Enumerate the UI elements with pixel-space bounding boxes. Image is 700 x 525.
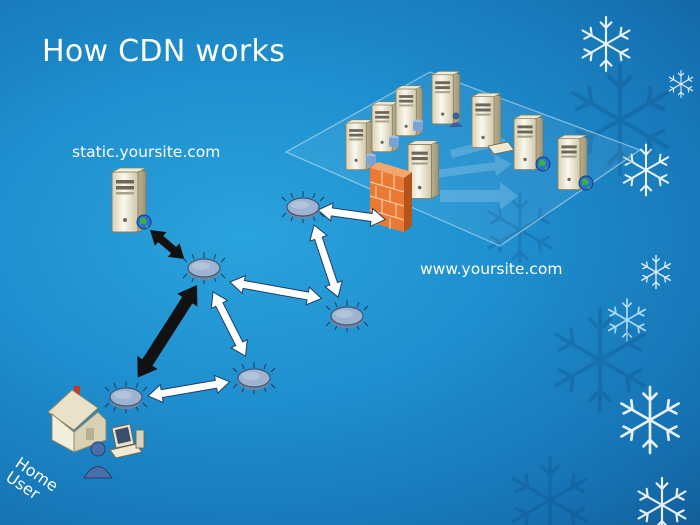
database-icon [413,119,423,132]
user-icon [83,441,113,479]
main-site-label: www.yoursite.com [420,260,563,278]
arrow-link [229,274,323,306]
arrow-link [147,374,231,404]
server-icon [407,140,440,199]
router-node-icon [182,251,226,285]
arrow-link [309,224,343,298]
connection-arrows [137,202,387,404]
router-node-icon [232,361,276,395]
user-icon [449,112,463,127]
router-node-icon [104,380,148,414]
globe-icon [578,175,594,191]
static-site-label: static.yoursite.com [72,143,221,161]
globe-icon [535,156,551,172]
arrow-static-to-node [150,230,185,260]
server-icon [471,92,502,149]
home-user [47,386,145,479]
database-icon [366,153,376,166]
arrow-user-path [137,285,198,378]
arrow-link [317,202,387,228]
static-server [111,167,152,233]
router-node-icon [281,190,325,224]
snowflake-icon [581,15,694,525]
arrow-link [210,291,248,358]
globe-icon [136,214,152,230]
database-icon [389,135,399,148]
slide-title: How CDN works [42,34,286,69]
router-node-icon [325,299,369,333]
main-site-servers [345,71,594,199]
computer-icon [109,423,145,459]
